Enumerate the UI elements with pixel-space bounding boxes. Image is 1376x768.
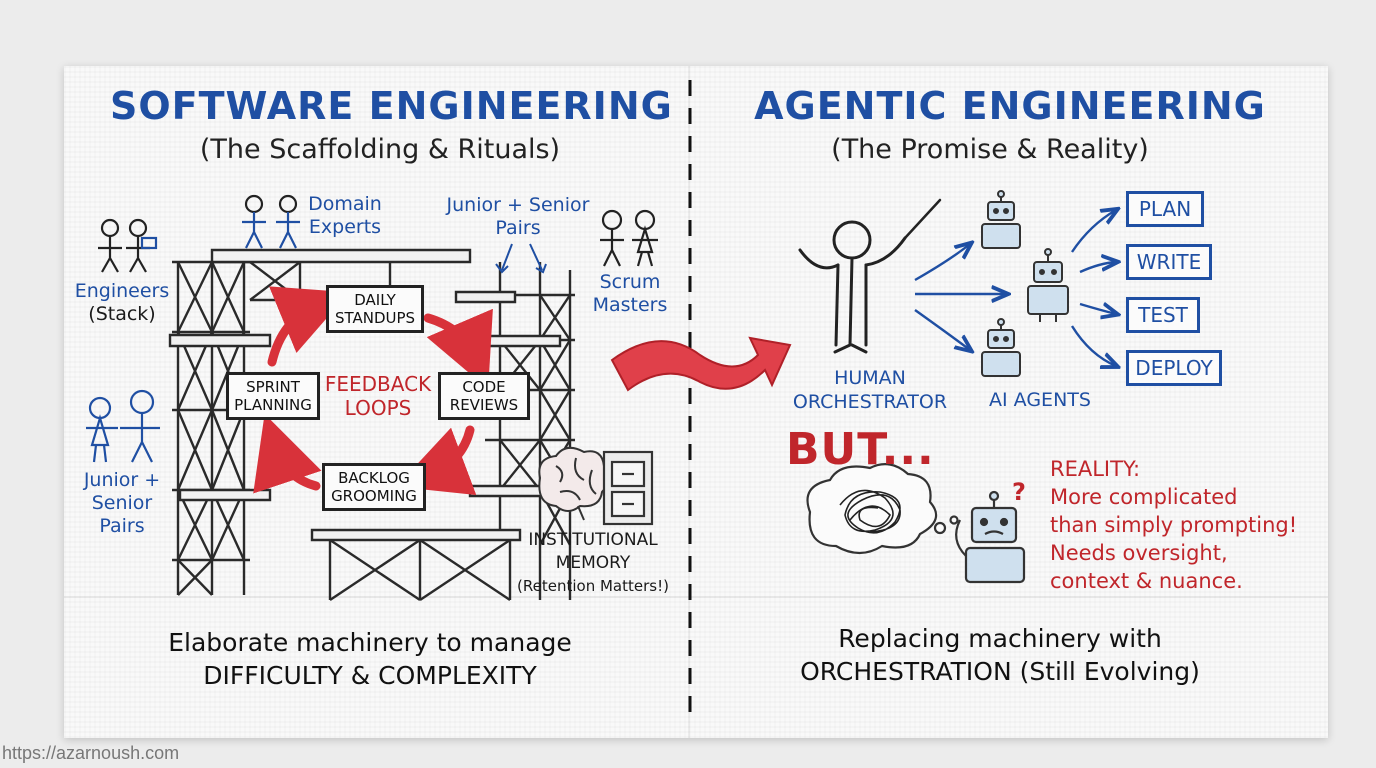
- robot-icon-bottom: [981, 318, 1021, 377]
- memory-line2: MEMORY: [555, 553, 631, 573]
- junior-senior-left-line3: Pairs: [99, 515, 145, 537]
- scrum-masters-label: Scrum Masters: [582, 271, 678, 317]
- memory-line1: INSTITUTIONAL: [528, 530, 658, 550]
- napkin-fold: [64, 596, 1328, 598]
- daily-line2: STANDUPS: [334, 309, 416, 327]
- platform-left-mid: [168, 333, 272, 348]
- code-line2: REVIEWS: [449, 396, 519, 414]
- reality-line2: than simply prompting!: [1050, 513, 1298, 537]
- napkin-background: [64, 66, 1328, 738]
- junior-senior-left-line1: Junior +: [83, 469, 161, 491]
- platform-left-low: [178, 488, 272, 502]
- footer-url[interactable]: https://azarnoush.com: [2, 743, 180, 763]
- right-subtitle: (The Promise & Reality): [831, 134, 1149, 165]
- but-label: BUT...: [786, 424, 935, 475]
- task-deploy: DEPLOY: [1126, 350, 1222, 386]
- engineers-label: Engineers (Stack): [66, 280, 178, 326]
- bottom-platform: [310, 528, 522, 601]
- right-bottom-line1: Replacing machinery with: [838, 624, 1162, 653]
- junior-senior-top-line1: Junior + Senior: [446, 194, 590, 216]
- figure-scrum-masters: [600, 209, 658, 267]
- scrum-masters-line1: Scrum: [599, 271, 661, 293]
- transition-arrow: [610, 336, 792, 392]
- filing-cabinet-icon: [602, 450, 654, 526]
- scribble-tangle: [839, 489, 901, 534]
- right-bottom-caption: Replacing machinery with ORCHESTRATION (…: [760, 622, 1240, 688]
- figure-domain-experts: [242, 194, 300, 249]
- engineers-label-line: Engineers: [74, 280, 170, 302]
- engineers-sub-label: (Stack): [88, 303, 156, 325]
- left-tower: [172, 260, 250, 596]
- question-mark: ?: [1012, 478, 1026, 506]
- robot-icon-top: [981, 190, 1021, 249]
- task-write: WRITE: [1126, 244, 1212, 280]
- feedback-line1: FEEDBACK: [324, 372, 432, 396]
- institutional-memory-label: INSTITUTIONAL MEMORY (Retention Matters!…: [508, 529, 678, 598]
- backlog-line2: GROOMING: [331, 487, 417, 505]
- task-arrows: [1070, 210, 1116, 366]
- sprint-line2: PLANNING: [234, 396, 312, 414]
- right-title: AGENTIC ENGINEERING: [754, 84, 1266, 128]
- thought-cloud: [806, 463, 959, 555]
- code-line1: CODE: [462, 378, 506, 396]
- reality-line1: More complicated: [1050, 485, 1238, 509]
- human-orchestrator-label: HUMAN ORCHESTRATOR: [790, 366, 950, 414]
- ai-agents-label: AI AGENTS: [989, 389, 1091, 411]
- domain-experts-line1: Domain: [308, 193, 382, 215]
- scrum-masters-line2: Masters: [592, 294, 668, 316]
- orchestrator-arrows: [914, 244, 1006, 350]
- feedback-arrows: [253, 286, 493, 496]
- figure-engineers: [98, 218, 158, 273]
- right-bottom-line2: ORCHESTRATION (Still Evolving): [800, 657, 1200, 686]
- feedback-line2: LOOPS: [344, 396, 412, 420]
- backlog-line1: BACKLOG: [338, 469, 410, 487]
- domain-experts-label: Domain Experts: [300, 193, 390, 239]
- junior-senior-arrows: [495, 243, 547, 274]
- task-test: TEST: [1126, 297, 1200, 333]
- junior-senior-top-label: Junior + Senior Pairs: [430, 194, 606, 240]
- left-subtitle: (The Scaffolding & Rituals): [199, 134, 561, 165]
- left-title: SOFTWARE ENGINEERING: [110, 84, 673, 128]
- left-bottom-caption: Elaborate machinery to manage DIFFICULTY…: [110, 626, 630, 692]
- robot-icon-middle: [1027, 248, 1069, 322]
- human-orchestrator-figure: [798, 198, 942, 354]
- domain-experts-line2: Experts: [308, 216, 382, 238]
- figure-junior-senior-left: [86, 389, 160, 463]
- confused-robot-icon: [955, 490, 1026, 584]
- scaffolding: [168, 248, 575, 601]
- reality-note: REALITY: More complicated than simply pr…: [1050, 455, 1297, 595]
- left-bottom-line2: DIFFICULTY & COMPLEXITY: [203, 661, 537, 690]
- feedback-loops-label: FEEDBACK LOOPS: [322, 372, 434, 420]
- reality-title: REALITY:: [1050, 457, 1141, 481]
- reality-line4: context & nuance.: [1050, 569, 1243, 593]
- reality-line3: Needs oversight,: [1050, 541, 1228, 565]
- junior-senior-top-line2: Pairs: [495, 217, 541, 239]
- human-line2: ORCHESTRATOR: [792, 391, 948, 413]
- human-line1: HUMAN: [834, 367, 906, 389]
- memory-line3: (Retention Matters!): [517, 577, 669, 595]
- daily-line1: DAILY: [354, 291, 396, 309]
- junior-senior-left-line2: Senior: [91, 492, 153, 514]
- left-bottom-line1: Elaborate machinery to manage: [168, 628, 572, 657]
- task-plan: PLAN: [1126, 191, 1204, 227]
- sprint-line1: SPRINT: [246, 378, 300, 396]
- junior-senior-left-label: Junior + Senior Pairs: [70, 469, 174, 538]
